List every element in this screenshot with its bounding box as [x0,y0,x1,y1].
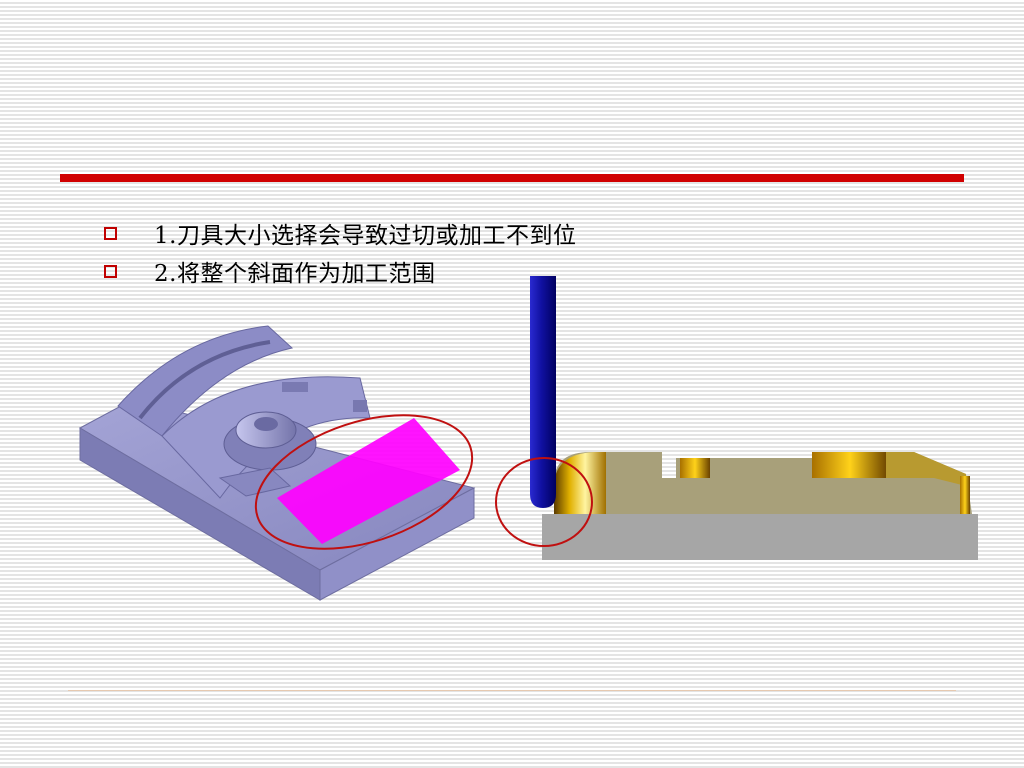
bullet-item-1: 1.刀具大小选择会导致过切或加工不到位 [104,214,576,252]
highlight-ellipse [495,457,593,547]
tool-section-figure [495,276,978,560]
post [353,400,367,412]
highlight-ellipse [254,414,474,550]
bullet-item-2: 2.将整个斜面作为加工范围 [104,252,576,290]
part-left-fillet [554,452,606,514]
curved-groove [138,340,271,420]
post [282,382,308,392]
bullet-text-1: 1.刀具大小选择会导致过切或加工不到位 [154,223,577,249]
bullet-list: 1.刀具大小选择会导致过切或加工不到位 2.将整个斜面作为加工范围 [104,214,576,290]
ball-end-tool [530,276,556,508]
part-top-face [812,452,888,478]
central-boss-hole [254,417,278,431]
slope-selection-surface [277,418,460,544]
bullet-text-2: 2.将整个斜面作为加工范围 [154,261,436,287]
title-divider [60,174,964,182]
part-section-body [554,452,972,514]
part-step-face [680,458,710,478]
mold-model-figure [78,325,476,601]
base-side-face [319,487,475,601]
footer-divider [68,690,956,691]
square-bullet-icon [104,226,117,240]
curved-back-wall [117,325,294,437]
lower-ledge [218,467,292,497]
fixture-base [542,514,978,560]
part-slope-face [886,452,966,486]
part-right-edge [960,476,970,514]
square-bullet-icon [104,264,117,278]
